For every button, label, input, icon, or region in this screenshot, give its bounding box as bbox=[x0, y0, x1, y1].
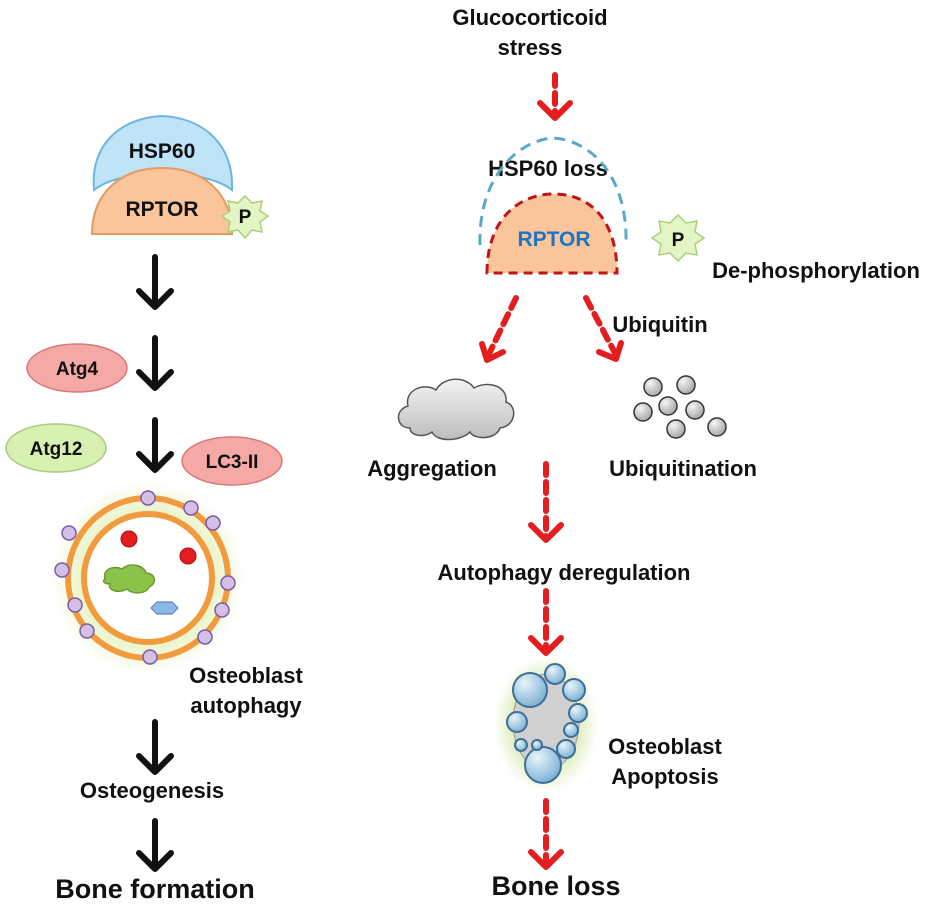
atg12-label: Atg12 bbox=[30, 439, 83, 460]
arrow-down-icon bbox=[136, 818, 174, 872]
cargo-green-blob bbox=[102, 564, 156, 594]
cargo-blue-hexagon bbox=[150, 601, 179, 615]
stress-line1: Glucocorticoid bbox=[452, 5, 607, 30]
osteoblast-autophagy-line2: autophagy bbox=[190, 693, 302, 718]
rptor-label: RPTOR bbox=[125, 198, 198, 221]
phosphate-star-icon bbox=[650, 213, 706, 263]
hsp60-loss-label: HSP60 loss bbox=[488, 156, 608, 181]
arrow-down-icon bbox=[136, 719, 174, 775]
hsp60-ghost-outline bbox=[478, 136, 628, 246]
dashed-arrow-down-icon bbox=[528, 588, 564, 656]
hsp60-label: HSP60 bbox=[129, 140, 196, 163]
rptor-dome-shape bbox=[90, 166, 234, 235]
arrow-down-icon bbox=[136, 335, 174, 391]
osteogenesis-label: Osteogenesis bbox=[80, 778, 224, 803]
aggregation-cloud-icon bbox=[397, 378, 515, 441]
phosphate-star-icon bbox=[220, 194, 270, 240]
osteoblast-apoptosis-line2: Apoptosis bbox=[611, 764, 719, 789]
phosphate-label: P bbox=[672, 230, 685, 251]
dashed-arrow-down-icon bbox=[528, 461, 564, 543]
atg12-pill: Atg12 bbox=[5, 423, 107, 473]
rptor-dashed-dome bbox=[485, 192, 619, 275]
bone-loss-label: Bone loss bbox=[491, 871, 620, 901]
apoptotic-cell-diagram bbox=[494, 656, 598, 792]
ubiquitination-label: Ubiquitination bbox=[609, 456, 757, 481]
apoptotic-blebs bbox=[506, 663, 588, 784]
dashed-arrow-left-down-icon bbox=[479, 295, 519, 363]
autophagy-deregulation-label: Autophagy deregulation bbox=[438, 560, 691, 585]
dephosphorylation-label: De-phosphorylation bbox=[712, 258, 920, 283]
rptor-label: RPTOR bbox=[517, 228, 590, 251]
osteoblast-apoptosis-line1: Osteoblast bbox=[608, 734, 722, 759]
atg4-label: Atg4 bbox=[56, 359, 99, 380]
free-phosphate: P bbox=[650, 213, 706, 263]
rptor-unbound: RPTOR bbox=[478, 136, 628, 275]
atg4-pill: Atg4 bbox=[26, 343, 128, 393]
ubiquitin-label: Ubiquitin bbox=[612, 312, 707, 337]
hsp60-rptor-complex: HSP60 RPTOR P bbox=[90, 114, 270, 240]
dashed-arrow-down-icon bbox=[537, 72, 573, 121]
bone-formation-label: Bone formation bbox=[55, 874, 255, 904]
cargo-red-dot bbox=[120, 530, 138, 548]
left-pathway: HSP60 RPTOR P Atg4 Atg12 LC3-II bbox=[5, 114, 304, 904]
osteoblast-autophagy-line1: Osteoblast bbox=[189, 663, 303, 688]
aggregation-label: Aggregation bbox=[367, 456, 497, 481]
ubiquitin-balls-icon bbox=[633, 375, 727, 439]
arrow-down-icon bbox=[136, 417, 174, 473]
cargo-red-dot bbox=[179, 547, 197, 565]
right-arrows bbox=[479, 72, 624, 870]
lc3-pill: LC3-II bbox=[181, 436, 283, 486]
dashed-arrow-right-down-icon bbox=[583, 295, 624, 362]
lc3-label: LC3-II bbox=[206, 452, 259, 473]
right-pathway: Glucocorticoid stress HSP60 loss bbox=[367, 5, 920, 901]
phosphate-label: P bbox=[239, 207, 252, 228]
lc3-surface-markers bbox=[54, 490, 236, 665]
left-arrows bbox=[136, 254, 174, 872]
arrow-down-icon bbox=[136, 254, 174, 310]
dashed-arrow-down-icon bbox=[528, 798, 564, 870]
stress-line2: stress bbox=[498, 35, 563, 60]
autophagosome-diagram bbox=[52, 482, 244, 674]
